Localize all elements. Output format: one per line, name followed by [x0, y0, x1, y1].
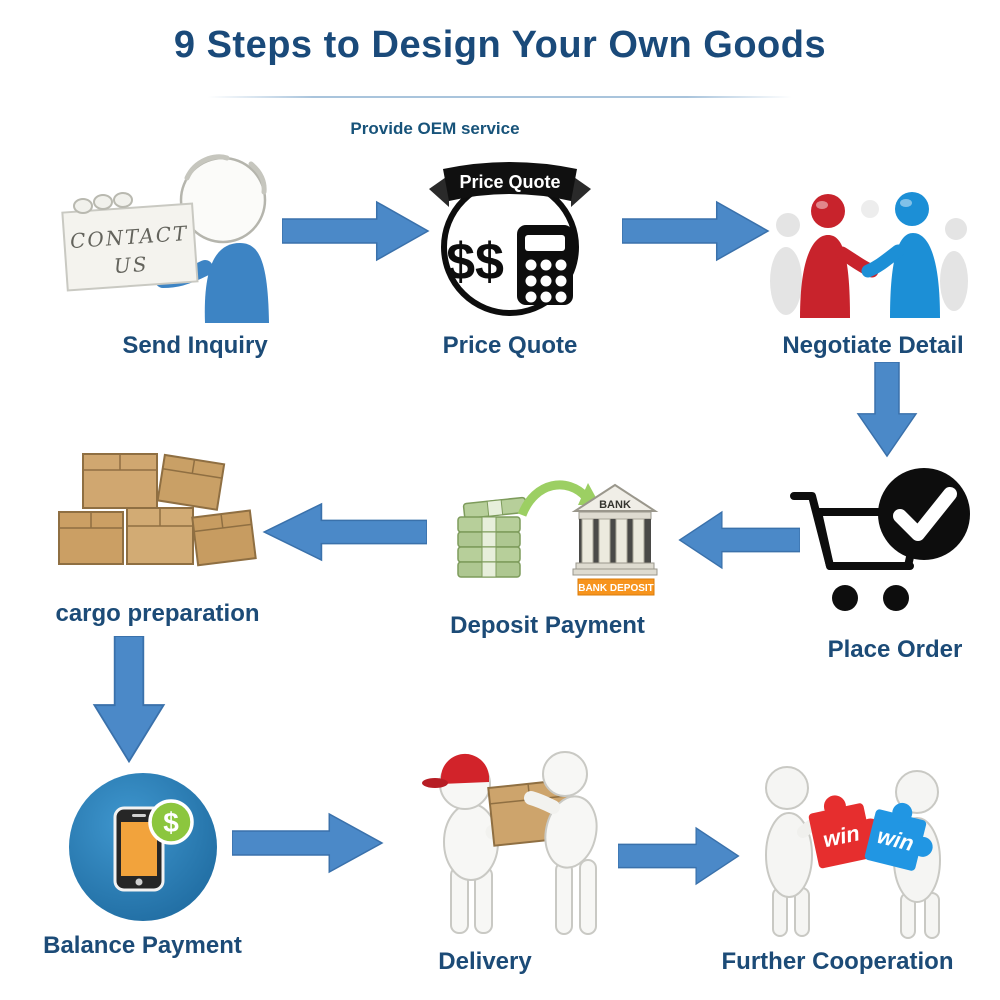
deposit-payment-art: BANK BANK DEPOSIT — [457, 480, 659, 596]
checkmark-icon — [878, 468, 970, 560]
calculator-icon — [517, 225, 573, 305]
arrow-cargo-to-balance — [92, 636, 166, 764]
right-arrow-icon — [282, 200, 430, 262]
arrow-deposit-to-cargo — [262, 502, 427, 562]
step-label-negotiate-detail: Negotiate Detail — [782, 332, 964, 359]
balance-payment-art: $ — [69, 773, 217, 921]
left-arrow-icon — [262, 502, 427, 562]
step-label-further-cooperation: Further Cooperation — [721, 948, 954, 975]
contact-sign: CONTACT US — [61, 202, 199, 292]
negotiate-detail-art — [770, 192, 968, 318]
title-divider — [208, 96, 792, 98]
step-label-price-quote: Price Quote — [442, 332, 578, 359]
helper-figure — [524, 751, 598, 935]
dollar-symbols: $$ — [446, 233, 504, 291]
further-cooperation-art: win win — [765, 766, 941, 939]
place-order-art — [790, 468, 970, 611]
step-label-cargo-preparation: cargo preparation — [55, 600, 260, 627]
red-cap-icon — [422, 753, 489, 788]
arrow-delivery-to-cooperation — [618, 826, 740, 886]
right-arrow-icon — [232, 812, 384, 874]
boxes-icon — [58, 453, 257, 567]
banner-text: Price Quote — [459, 172, 560, 192]
bank-deposit-text: BANK DEPOSIT — [578, 583, 654, 594]
money-stack-icon — [457, 496, 527, 578]
balance-payment-illustration: $ — [68, 772, 218, 922]
coin-dollar-text: $ — [163, 807, 179, 838]
down-arrow-icon — [92, 636, 166, 764]
arrow-negotiate-to-order — [856, 362, 918, 458]
bank-name-text: BANK — [599, 499, 631, 511]
arrow-inquiry-to-quote — [282, 200, 430, 262]
price-quote-banner: Price Quote — [429, 162, 591, 207]
place-order-illustration — [788, 462, 973, 627]
delivery-art — [422, 751, 598, 935]
right-arrow-icon — [618, 826, 740, 886]
blue-figure — [861, 192, 940, 318]
step-label-balance-payment: Balance Payment — [43, 932, 242, 959]
further-cooperation-illustration: win win — [745, 750, 957, 939]
cargo-preparation-illustration — [55, 450, 257, 598]
subtitle: Provide OEM service — [350, 119, 520, 138]
contact-sign-text-line2: US — [113, 252, 149, 278]
red-figure — [800, 194, 879, 318]
deposit-payment-illustration: BANK BANK DEPOSIT — [450, 465, 662, 597]
page-title: 9 Steps to Design Your Own Goods — [173, 24, 827, 66]
figure-body — [204, 243, 269, 323]
arrow-quote-to-negotiate — [622, 200, 770, 262]
arrow-balance-to-delivery — [232, 812, 384, 874]
cargo-boxes-art — [58, 453, 257, 567]
price-quote-art: $$ Price Quote — [429, 162, 591, 316]
bank-deposit-sign: BANK DEPOSIT — [577, 578, 655, 596]
right-arrow-icon — [622, 200, 770, 262]
send-inquiry-art: CONTACT US — [61, 154, 269, 323]
step-label-deposit-payment: Deposit Payment — [450, 612, 645, 639]
bank-icon: BANK — [571, 483, 659, 576]
negotiate-detail-illustration — [770, 183, 970, 318]
down-arrow-icon — [856, 362, 918, 458]
delivery-illustration — [413, 712, 615, 937]
left-arrow-icon — [678, 510, 800, 570]
step-label-delivery: Delivery — [438, 948, 532, 975]
coin-icon: $ — [148, 799, 194, 845]
price-quote-illustration: $$ Price Quote — [425, 155, 595, 320]
step-label-send-inquiry: Send Inquiry — [122, 332, 268, 359]
send-inquiry-illustration: CONTACT US — [55, 148, 270, 323]
blue-puzzle-piece: win — [864, 802, 933, 871]
arrow-order-to-deposit — [678, 510, 800, 570]
step-label-place-order: Place Order — [827, 636, 963, 663]
